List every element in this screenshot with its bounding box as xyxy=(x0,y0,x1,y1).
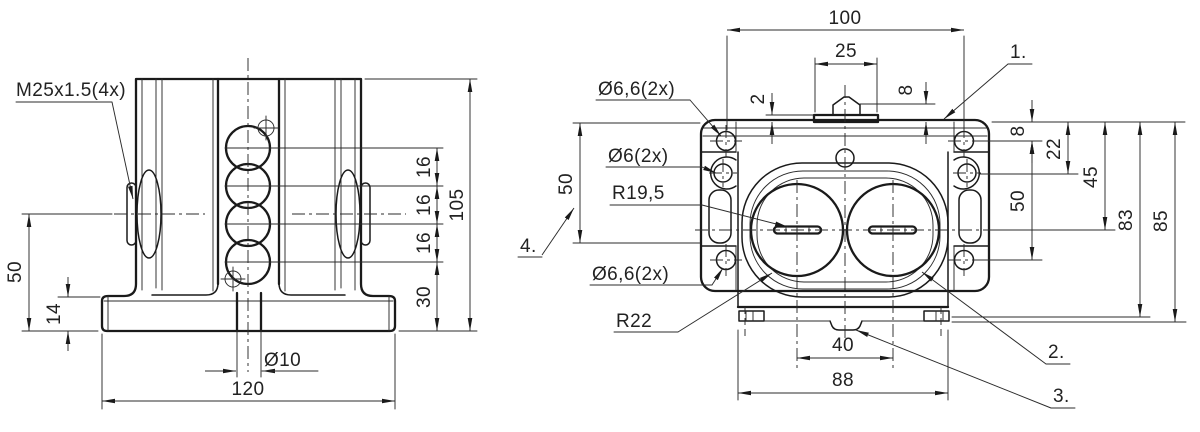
front-outline xyxy=(100,77,397,333)
bottom-latch-tab xyxy=(829,320,863,331)
hole-label-mid: Ø6(2x) xyxy=(608,146,668,167)
top-latch xyxy=(832,96,861,116)
callout-1: 1. xyxy=(1010,42,1027,63)
leader-line xyxy=(701,204,789,228)
foot-right xyxy=(923,310,950,322)
leader-line xyxy=(711,267,724,286)
dim-text-88: 88 xyxy=(832,370,854,391)
dim-text-85: 85 xyxy=(1151,210,1172,232)
dim-text-120: 120 xyxy=(232,379,265,400)
callout-3: 3. xyxy=(1053,386,1070,407)
pocket-slot xyxy=(958,189,982,244)
dim-text-45: 45 xyxy=(1081,166,1102,188)
leader-line xyxy=(111,101,134,200)
dim-text-22: 22 xyxy=(1044,138,1065,160)
dim-text-83: 83 xyxy=(1116,209,1137,231)
foot-left xyxy=(738,310,765,322)
fillet xyxy=(151,282,219,296)
dim-text-16: 16 xyxy=(414,194,435,216)
thread-label: M25x1.5(4x) xyxy=(16,80,126,101)
dim-text-40: 40 xyxy=(832,335,854,356)
dim-text-50-left: 50 xyxy=(556,173,577,195)
dim-text-25: 25 xyxy=(835,41,857,62)
fillet xyxy=(278,282,346,296)
leader-line xyxy=(689,99,722,137)
front-view-dimensions: M25x1.5(4x) 16 16 16 30 105 50 14 xyxy=(5,78,478,410)
leader-line xyxy=(855,329,1052,409)
top-view-dimensions: 100 25 2 8 8 22 50 45 8 xyxy=(517,8,1187,409)
leader-line xyxy=(701,165,717,174)
seal-radius-label: R22 xyxy=(616,311,652,332)
dim-text-16: 16 xyxy=(414,156,435,178)
top-view xyxy=(695,85,995,368)
hole-label-top: Ø6,6(2x) xyxy=(598,79,675,100)
top-tab-plate xyxy=(812,113,880,124)
dim-text-8: 8 xyxy=(1008,126,1029,137)
hole-label-bottom: Ø6,6(2x) xyxy=(592,264,669,285)
dim-text-100: 100 xyxy=(829,8,862,29)
bore-radius-label: R19,5 xyxy=(612,183,665,204)
leader-line xyxy=(943,63,1009,120)
leader-arrow xyxy=(541,207,575,256)
leader-line xyxy=(921,271,1047,365)
side-boss-left-dome xyxy=(136,169,162,259)
pocket-slot xyxy=(708,189,732,244)
dim-text-50-right: 50 xyxy=(1008,190,1029,212)
front-view xyxy=(90,58,406,378)
dim-text-8-tab: 8 xyxy=(896,85,917,96)
dim-text-slot: Ø10 xyxy=(264,350,301,371)
dim-text-16: 16 xyxy=(414,232,435,254)
callout-4: 4. xyxy=(520,236,537,257)
dim-text-2: 2 xyxy=(748,94,769,105)
dim-text-30: 30 xyxy=(414,286,435,308)
dim-text-50: 50 xyxy=(5,261,26,283)
callout-2: 2. xyxy=(1048,342,1065,363)
dim-text-105: 105 xyxy=(447,189,468,222)
leader-line xyxy=(677,272,773,333)
dim-text-14: 14 xyxy=(44,303,65,325)
